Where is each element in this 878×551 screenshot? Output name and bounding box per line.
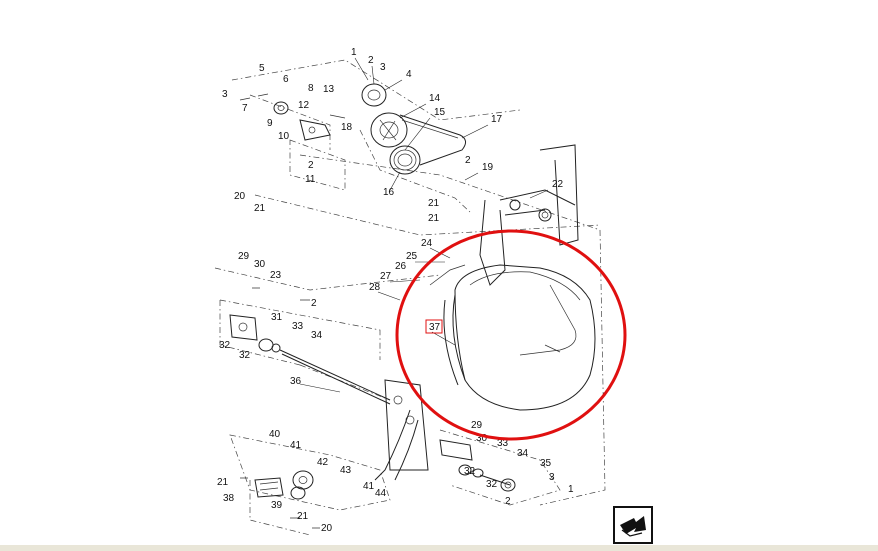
left-shaft-assembly <box>229 287 391 405</box>
callout-c29a: 29 <box>238 251 250 262</box>
callout-c10: 10 <box>278 131 290 142</box>
callout-c7: 7 <box>242 103 248 114</box>
callout-c32d: 32 <box>486 479 498 490</box>
callout-c4: 4 <box>406 69 412 80</box>
callout-c2d: 2 <box>311 298 317 309</box>
callout-c34b: 34 <box>517 448 529 459</box>
upper-drive-assembly <box>239 83 466 175</box>
callout-c30a: 30 <box>254 259 266 270</box>
callout-c2e: 2 <box>505 496 511 507</box>
callout-c8: 8 <box>308 83 314 94</box>
callout-c21e: 21 <box>297 511 309 522</box>
callout-c18: 18 <box>341 122 353 133</box>
callout-c16: 16 <box>383 187 395 198</box>
callout-c19: 19 <box>482 162 494 173</box>
callout-c27: 27 <box>380 271 392 282</box>
callout-c6: 6 <box>283 74 289 85</box>
callout-c37: 37 <box>429 322 441 333</box>
callout-c2b: 2 <box>465 155 471 166</box>
callout-c14: 14 <box>429 93 441 104</box>
callout-c1: 1 <box>351 47 357 58</box>
callout-c28: 28 <box>369 282 381 293</box>
highlighted-callout-box <box>425 319 443 334</box>
callout-c41b: 41 <box>363 481 375 492</box>
callout-c9: 9 <box>267 118 273 129</box>
callout-c20b: 20 <box>321 523 333 534</box>
callout-c26: 26 <box>395 261 407 272</box>
callout-c43: 43 <box>340 465 352 476</box>
callout-c29b: 29 <box>471 420 483 431</box>
assembly-boundaries <box>214 59 606 536</box>
callout-c31: 31 <box>271 312 283 323</box>
arrow-navigation-icon[interactable] <box>613 506 653 544</box>
callout-c15: 15 <box>434 107 446 118</box>
callout-c42: 42 <box>317 457 329 468</box>
callout-c11: 11 <box>305 174 316 185</box>
callout-c21c: 21 <box>428 213 440 224</box>
callout-c44: 44 <box>375 488 387 499</box>
callout-c22: 22 <box>552 179 564 190</box>
callout-c25: 25 <box>406 251 418 262</box>
callout-c41a: 41 <box>290 440 302 451</box>
highlight-circle <box>395 229 627 441</box>
callout-c21a: 21 <box>254 203 266 214</box>
callout-c17: 17 <box>491 114 503 125</box>
callout-c36: 36 <box>290 376 302 387</box>
callout-c1b: 1 <box>568 484 574 495</box>
callout-c35: 35 <box>540 458 552 469</box>
callout-c32a: 32 <box>219 340 231 351</box>
callout-c32b: 32 <box>239 350 251 361</box>
callout-c2: 2 <box>368 55 374 66</box>
leader-lines <box>299 57 549 393</box>
lower-pulley-assembly <box>240 470 320 529</box>
drum-part-37 <box>429 264 596 411</box>
callout-c33a: 33 <box>292 321 304 332</box>
callout-c40: 40 <box>269 429 281 440</box>
callout-c20: 20 <box>234 191 246 202</box>
callout-c30b: 30 <box>476 433 488 444</box>
callout-c39: 39 <box>271 500 283 511</box>
lever-plate <box>374 379 429 481</box>
callout-c24: 24 <box>421 238 433 249</box>
bottom-bar <box>0 545 878 551</box>
callout-c21b: 21 <box>428 198 440 209</box>
callout-c33b: 33 <box>497 438 509 449</box>
callout-c3: 3 <box>380 62 386 73</box>
callout-c12: 12 <box>298 100 310 111</box>
callout-c34a: 34 <box>311 330 323 341</box>
callout-c3b: 3 <box>549 472 555 483</box>
callout-c2c: 2 <box>308 160 314 171</box>
callout-c13: 13 <box>323 84 335 95</box>
right-lower-assembly <box>439 439 516 492</box>
callout-c23: 23 <box>270 270 282 281</box>
callout-c21d: 21 <box>217 477 229 488</box>
callout-c32c: 32 <box>464 466 476 477</box>
mounting-bracket <box>479 144 579 286</box>
callout-c38: 38 <box>223 493 235 504</box>
callout-c3a: 3 <box>222 89 228 100</box>
callout-c5: 5 <box>259 63 265 74</box>
